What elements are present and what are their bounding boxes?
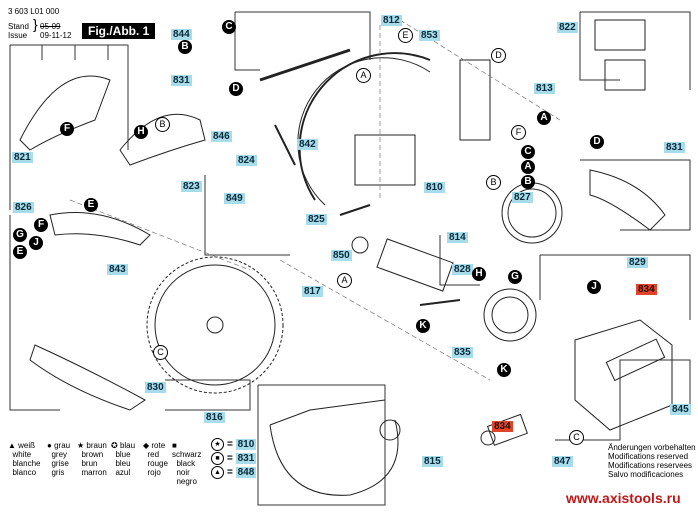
connector-h-left: H [134,125,148,139]
connector-j-harness: J [29,236,43,250]
part-label-842[interactable]: 842 [297,139,318,150]
part-label-846[interactable]: 846 [211,131,232,142]
connector-a-top: A [356,68,371,83]
connector-a-right: A [537,111,551,125]
part-label-835[interactable]: 835 [452,347,473,358]
kit-key-part-810[interactable]: 810 [235,439,257,451]
legend-black: ■ schwarz black noir negro [172,441,202,486]
connector-e-left: E [84,198,98,212]
watermark-url[interactable]: www.axistools.ru [566,490,681,506]
construction-lines [69,19,561,381]
part-label-845[interactable]: 845 [670,404,691,415]
connector-e-harness: E [13,245,27,259]
legend-red: ◆ rote red rouge rojo [143,441,168,477]
kit-key-part-831[interactable]: 831 [235,453,257,465]
connector-f-mid: F [511,125,526,140]
connector-c-right: C [521,145,535,159]
kit-key-848: ▲= 848 [211,466,257,479]
stand-label: Stand [8,22,29,31]
connector-g-harness: G [13,228,27,242]
part-label-825[interactable]: 825 [306,214,327,225]
part-label-826[interactable]: 826 [13,202,34,213]
legend-brown: ★ braun brown brun marron [77,441,107,477]
connector-d-top: D [229,82,243,96]
bracket-lines [9,11,691,506]
part-label-853[interactable]: 853 [419,30,440,41]
connector-c-lower: C [569,430,584,445]
triangle-circle-icon: ▲ [211,466,224,479]
connector-k-lower: K [497,363,511,377]
part-label-830[interactable]: 830 [145,382,166,393]
saw-blade-art [146,256,284,394]
part-label-822[interactable]: 822 [557,22,578,33]
part-label-834-lower[interactable]: 834 [492,421,513,432]
part-label-828[interactable]: 828 [452,264,473,275]
connector-b-right-w: B [486,175,501,190]
part-label-847[interactable]: 847 [552,456,573,467]
part-label-831-right[interactable]: 831 [664,142,685,153]
part-label-824[interactable]: 824 [236,155,257,166]
issue-label: Issue [8,31,28,40]
legend-grey: ● grau grey grise gris [47,441,71,477]
kit-key-810: ★= 810 [211,438,257,451]
part-label-844[interactable]: 844 [171,29,192,40]
stand-date: 05-09 [40,22,61,31]
part-label-831[interactable]: 831 [171,75,192,86]
connector-a-lower: A [337,273,352,288]
connector-b-right: B [521,175,535,189]
part-label-823[interactable]: 823 [181,181,202,192]
part-label-821[interactable]: 821 [12,152,33,163]
part-label-816[interactable]: 816 [204,412,225,423]
connector-k-upper: K [416,319,430,333]
connector-j-right: J [587,280,601,294]
connector-c-top: C [222,20,236,34]
kit-key-831: ■= 831 [211,452,257,465]
connector-b-mid: B [155,117,170,132]
part-number: 3 603 L01 000 [8,7,60,16]
lower-guard-art [269,399,401,496]
modification-notes: Änderungen vorbehalten Modifications res… [608,443,696,479]
wire-color-legend: ▲ weiß white blanche blanco ● grau grey … [8,441,208,486]
part-label-849[interactable]: 849 [224,193,245,204]
star-circle-icon: ★ [211,438,224,451]
issue-date: 09-11-12 [40,31,72,40]
armature-art [351,236,454,292]
part-label-829[interactable]: 829 [627,257,648,268]
square-circle-icon: ■ [211,452,224,465]
part-label-810[interactable]: 810 [424,182,445,193]
connector-g-motor: G [508,270,522,284]
part-label-815[interactable]: 815 [422,456,443,467]
connector-c-left: C [153,345,168,360]
blade-guard-art [297,52,431,206]
part-label-812[interactable]: 812 [381,15,402,26]
connector-d-mid: D [491,48,506,63]
part-label-814[interactable]: 814 [447,232,468,243]
part-label-834-upper[interactable]: 834 [636,284,657,295]
part-label-850[interactable]: 850 [331,250,352,261]
figure-label: Fig./Abb. 1 [82,23,156,39]
connector-f-left: F [60,122,74,136]
part-label-817[interactable]: 817 [302,286,323,297]
part-label-813[interactable]: 813 [534,83,555,94]
connector-e-top: E [398,28,413,43]
kit-key-part-848[interactable]: 848 [235,467,257,479]
connector-h-motor: H [472,267,486,281]
legend-white: ▲ weiß white blanche blanco [8,441,41,477]
connector-a-right-2: A [521,160,535,174]
part-label-827[interactable]: 827 [512,192,533,203]
connector-f-harness: F [34,218,48,232]
legend-blue: ✪ blau blue bleu azul [111,441,136,477]
handle-art [19,75,666,411]
connector-b-top: B [178,40,192,54]
connector-d-right: D [590,135,604,149]
misc-parts-art [259,19,646,446]
part-label-843[interactable]: 843 [107,264,128,275]
brace-icon: } [33,16,38,32]
